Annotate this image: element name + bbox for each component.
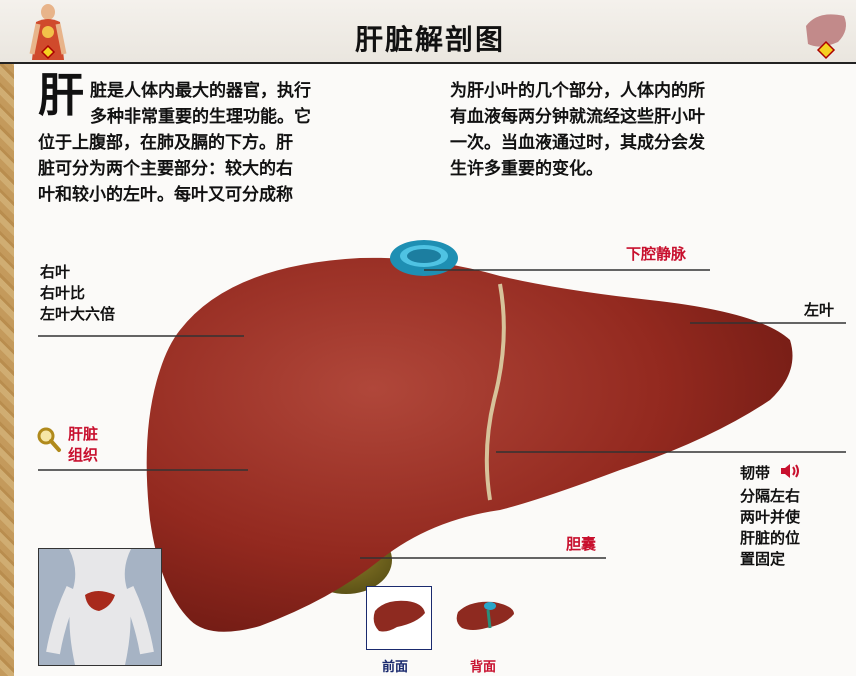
liver-body[interactable]	[147, 258, 793, 632]
right-lobe-label: 右叶 右叶比 左叶大六倍	[40, 262, 115, 325]
right-lobe-note-1: 右叶比	[40, 283, 115, 304]
liver-tissue-line-2: 组织	[68, 445, 98, 466]
liver-tissue-label[interactable]: 肝脏 组织	[68, 424, 98, 466]
ligament-desc-line: 置固定	[740, 549, 800, 570]
ligament-title: 韧带	[740, 464, 770, 482]
back-view-caption: 背面	[470, 656, 496, 675]
ligament-desc-line: 肝脏的位	[740, 528, 800, 549]
front-view-button[interactable]	[366, 586, 432, 650]
ligament-desc-line: 分隔左右	[740, 486, 800, 507]
ivc-label: 下腔静脉	[626, 244, 686, 265]
left-lobe-label: 左叶	[804, 300, 834, 321]
ligament-desc-line: 两叶并使	[740, 507, 800, 528]
ligament-description: 分隔左右 两叶并使 肝脏的位 置固定	[740, 486, 800, 570]
speaker-icon[interactable]	[779, 462, 801, 486]
right-lobe-note-2: 左叶大六倍	[40, 304, 115, 325]
gallbladder-label: 胆囊	[566, 534, 596, 555]
right-lobe-title: 右叶	[40, 262, 115, 283]
liver-tissue-line-1: 肝脏	[68, 424, 98, 445]
front-view-caption: 前面	[382, 656, 408, 675]
ligament-label: 韧带	[740, 462, 801, 486]
back-view-button[interactable]	[452, 592, 520, 644]
magnifier-icon[interactable]	[36, 426, 62, 454]
body-position-thumbnail[interactable]	[38, 548, 162, 666]
